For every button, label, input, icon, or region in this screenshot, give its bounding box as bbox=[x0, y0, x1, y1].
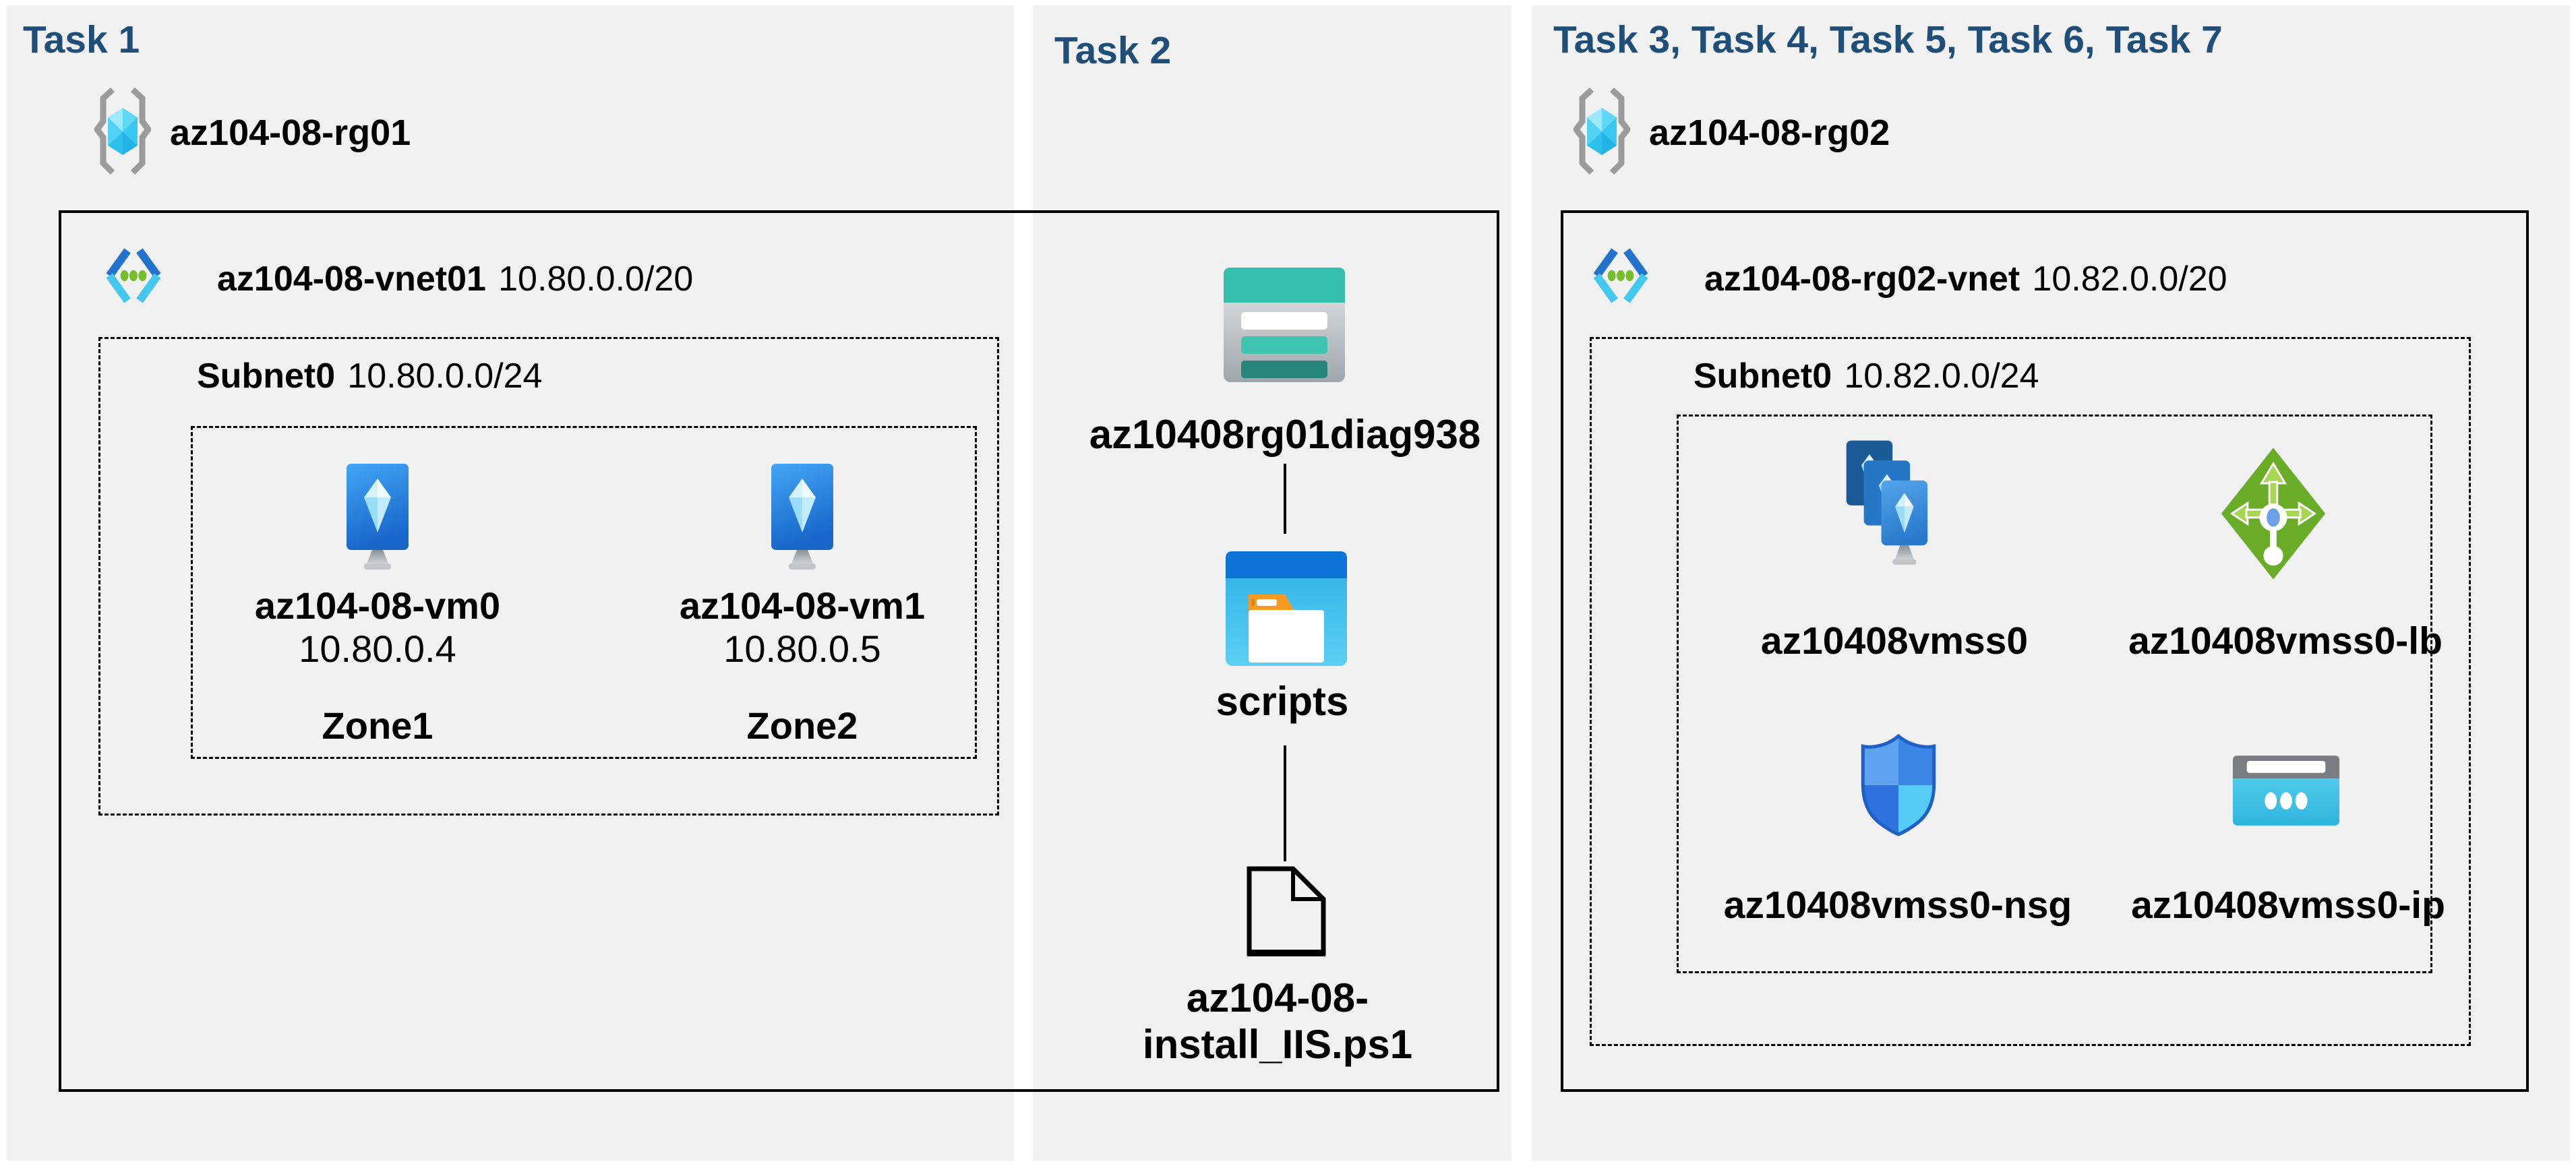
resource-group-icon bbox=[94, 87, 151, 175]
file-label: az104-08-install_IIS.ps1 bbox=[1142, 975, 1413, 1067]
vm1-name: az104-08-vm1 bbox=[679, 584, 926, 627]
connector-container-file bbox=[1284, 745, 1286, 861]
subnet2-name: Subnet0 bbox=[1694, 357, 1832, 396]
task3-title: Task 3, Task 4, Task 5, Task 6, Task 7 bbox=[1553, 18, 2223, 61]
vm0-zone: Zone1 bbox=[322, 704, 433, 747]
vnet1-name: az104-08-vnet01 bbox=[217, 259, 486, 299]
load-balancer-label: az10408vmss0-lb bbox=[2128, 619, 2443, 663]
file-icon bbox=[1247, 866, 1326, 956]
task1-title: Task 1 bbox=[23, 18, 140, 61]
vm-icon bbox=[771, 464, 833, 570]
container-label: scripts bbox=[1216, 679, 1349, 724]
vnet1-label: az104-08-vnet01 10.80.0.0/20 bbox=[217, 259, 693, 299]
vnet2-cidr: 10.82.0.0/20 bbox=[2032, 259, 2227, 299]
vm-group-box bbox=[191, 426, 977, 759]
subnet2-box bbox=[1590, 337, 2471, 1046]
vnet1-cidr: 10.80.0.0/20 bbox=[498, 259, 694, 299]
vm0-name: az104-08-vm0 bbox=[254, 584, 501, 627]
nsg-label: az10408vmss0-nsg bbox=[1723, 884, 2072, 927]
vnet2-name: az104-08-rg02-vnet bbox=[1704, 259, 2020, 299]
task3-panel bbox=[1532, 5, 2570, 1161]
vnet2-label: az104-08-rg02-vnet 10.82.0.0/20 bbox=[1704, 259, 2227, 299]
vmss-group-box bbox=[1677, 415, 2432, 973]
blob-container-icon bbox=[1226, 551, 1347, 666]
rg1-label: az104-08-rg01 bbox=[170, 113, 411, 153]
rg2-label: az104-08-rg02 bbox=[1649, 113, 1890, 153]
virtual-network-icon bbox=[1593, 248, 1648, 303]
virtual-network-icon bbox=[106, 248, 161, 303]
subnet2-label: Subnet0 10.82.0.0/24 bbox=[1694, 356, 2039, 396]
subnet1-cidr: 10.80.0.0/24 bbox=[347, 357, 543, 396]
task2-title: Task 2 bbox=[1054, 29, 1172, 72]
rg2-box bbox=[1561, 210, 2529, 1092]
rg1-box bbox=[59, 210, 1499, 1092]
subnet1-box bbox=[98, 337, 999, 816]
subnet2-cidr: 10.82.0.0/24 bbox=[1844, 357, 2039, 396]
vmss-icon bbox=[1846, 440, 1928, 565]
vm1-zone: Zone2 bbox=[746, 704, 858, 747]
subnet1-name: Subnet0 bbox=[197, 357, 336, 396]
vm1-ip: 10.80.0.5 bbox=[723, 627, 881, 670]
public-ip-icon bbox=[2232, 756, 2340, 826]
storage-account-icon bbox=[1224, 268, 1345, 382]
resource-group-icon bbox=[1574, 87, 1630, 175]
load-balancer-icon bbox=[2221, 448, 2326, 580]
nsg-icon bbox=[1861, 733, 1936, 836]
task1-panel bbox=[7, 5, 1014, 1161]
storage-account-label: az10408rg01diag938 bbox=[1089, 412, 1481, 457]
public-ip-label: az10408vmss0-ip bbox=[2131, 884, 2445, 927]
vmss-label: az10408vmss0 bbox=[1760, 619, 2029, 663]
subnet1-label: Subnet0 10.80.0.0/24 bbox=[197, 356, 542, 396]
vm-icon bbox=[347, 464, 409, 570]
vm0-ip: 10.80.0.4 bbox=[299, 627, 456, 670]
connector-storage-container bbox=[1284, 464, 1286, 534]
